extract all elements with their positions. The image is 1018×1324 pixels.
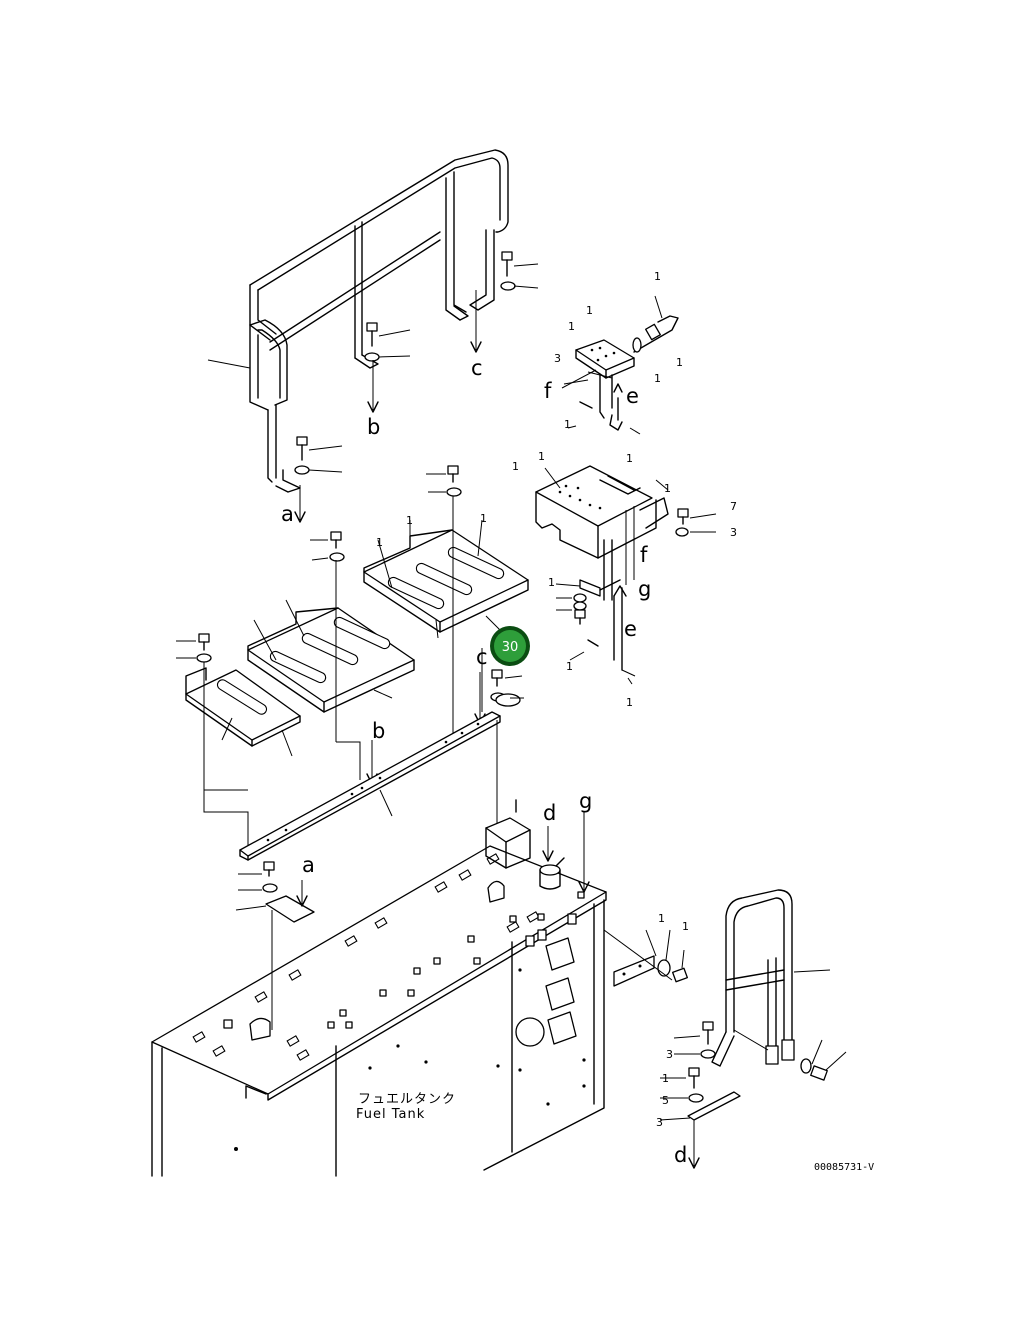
hotspot-30[interactable]: 30 [490,626,530,666]
callout-a-bottom: a [302,853,315,877]
step-plate-large-left [247,599,415,713]
callout-b-mid: b [372,719,385,743]
drawing-code: 00085731-V [814,1162,874,1173]
callout-d-bottom: d [674,1143,687,1167]
callout-f-lower: f [640,543,648,567]
side-bracket [603,929,688,987]
fuel-tank-label-jp: フュエルタンク [358,1092,456,1107]
part-number-label: 1 [626,452,633,465]
handrail-arrows [294,290,482,523]
part-number-label: 1 [480,512,487,525]
step-box-assembly [535,465,669,685]
handrail-bolts [294,251,539,475]
part-number-label: 1 [538,450,545,463]
part-number-label: 1 [682,920,689,933]
part-number-label: 3 [666,1048,673,1061]
callout-g-tank: g [579,789,592,813]
part-number-label: 1 [662,1072,669,1085]
plate-bolts [176,465,524,707]
upper-step-assembly [561,295,679,435]
fuel-tank [151,845,607,1177]
bottom-bolts [659,1021,741,1169]
part-number-label: 1 [676,356,683,369]
part-number-label: 1 [566,660,573,673]
part-number-label: 1 [654,372,661,385]
hotspot-fill[interactable] [494,630,526,662]
part-number-label: 3 [730,526,737,539]
part-number-label: 7 [730,500,737,513]
part-number-label: 1 [658,912,665,925]
part-number-label: 3 [656,1116,663,1129]
callout-e-upper: e [626,384,639,408]
assembly-guide-lines [203,496,498,850]
part-number-label: 1 [548,576,555,589]
part-number-label: 1 [376,536,383,549]
tank-bracket-a [235,861,315,1030]
step-box-bolts [555,508,717,625]
callout-f-upper: f [544,379,552,403]
callout-d-tank: d [543,801,556,825]
part-number-label: 1 [654,270,661,283]
handrail-assembly [207,149,509,493]
part-number-label: 1 [586,304,593,317]
part-number-label: 1 [568,320,575,333]
callout-c-top: c [471,356,483,380]
step-plate-large-right [363,519,529,639]
part-number-label: 3 [554,352,561,365]
part-number-label: 1 [664,482,671,495]
fuel-tank-label-en: Fuel Tank [356,1107,425,1122]
callout-a-top: a [281,502,294,526]
small-handrail [711,889,847,1081]
part-number-label: 1 [512,460,519,473]
support-bar [239,711,501,861]
callout-c-mid: c [476,645,488,669]
step-plate-small [185,667,301,757]
callout-g-step: g [638,577,651,601]
hotspot-label[interactable]: 30 [502,640,519,655]
callout-e-lower: e [624,617,637,641]
part-number-label: 1 [626,696,633,709]
part-number-label: 5 [662,1094,669,1107]
part-number-labels: 1 1 3 1 1 1 1 1 1 1 7 3 1 1 1 1 1 1 1 1 … [376,270,737,1129]
part-number-label: 1 [406,514,413,527]
part-number-label: 1 [564,418,571,431]
callout-b-top: b [367,415,380,439]
tank-fittings [485,799,590,893]
